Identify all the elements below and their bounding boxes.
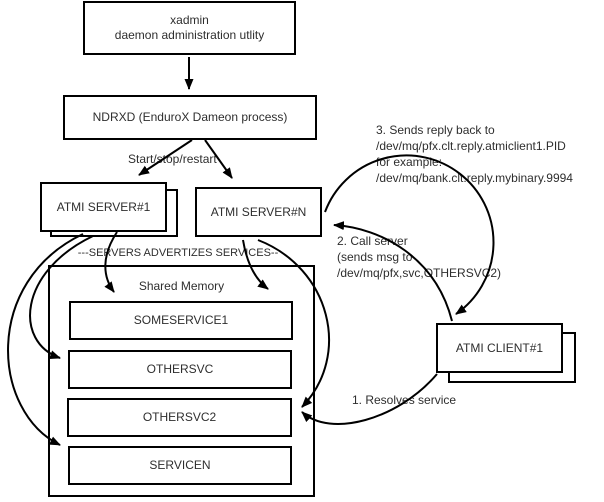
shared-memory-label: Shared Memory <box>138 279 225 293</box>
node-atmi-client1: ATMI CLIENT#1 <box>436 323 563 373</box>
node-service-othersvc: OTHERSVC <box>68 350 292 389</box>
node-atmi-server1: ATMI SERVER#1 <box>40 182 167 232</box>
othersvc-label: OTHERSVC <box>146 362 214 376</box>
xadmin-subtitle: daemon administration utlity <box>114 28 265 42</box>
step3-line2: /dev/mq/pfx.clt.reply.atmiclient1.PID <box>376 139 566 153</box>
node-xadmin: xadmin daemon administration utlity <box>83 1 296 55</box>
start-stop-restart-label: Start/stop/restart <box>128 152 217 166</box>
step2-line2: (sends msg to <box>337 250 413 264</box>
node-service-othersvc2: OTHERSVC2 <box>67 398 292 437</box>
step3-line4: /dev/mq/bank.clt.reply.mybinary.9994 <box>376 171 573 185</box>
atmi-client1-label: ATMI CLIENT#1 <box>455 340 544 355</box>
node-ndrxd: NDRXD (EnduroX Dameon process) <box>63 95 317 140</box>
step2-line1: 2. Call server <box>337 234 408 248</box>
step2-annotation: 2. Call server (sends msg to /dev/mq/pfx… <box>337 233 501 281</box>
ndrxd-label: NDRXD (EnduroX Dameon process) <box>92 110 288 124</box>
step3-line1: 3. Sends reply back to <box>376 123 495 137</box>
servicen-label: SERVICEN <box>149 458 211 472</box>
node-service-servicen: SERVICEN <box>68 446 292 485</box>
othersvc2-label: OTHERSVC2 <box>142 410 217 424</box>
step2-line3: /dev/mq/pfx,svc,OTHERSVC2) <box>337 266 502 280</box>
xadmin-title: xadmin <box>170 13 209 27</box>
step3-annotation: 3. Sends reply back to /dev/mq/pfx.clt.r… <box>376 122 573 186</box>
node-service-someservice1: SOMESERVICE1 <box>69 301 293 340</box>
node-atmi-serverN: ATMI SERVER#N <box>195 187 322 237</box>
atmi-serverN-label: ATMI SERVER#N <box>210 204 307 219</box>
atmi-server1-label: ATMI SERVER#1 <box>56 199 151 214</box>
servers-advertise-label: ---SERVERS ADVERTIZES SERVICES-- <box>77 247 279 259</box>
someservice1-label: SOMESERVICE1 <box>133 313 229 327</box>
step3-line3: for example: <box>376 155 443 169</box>
step1-annotation: 1. Resolves service <box>352 393 457 407</box>
